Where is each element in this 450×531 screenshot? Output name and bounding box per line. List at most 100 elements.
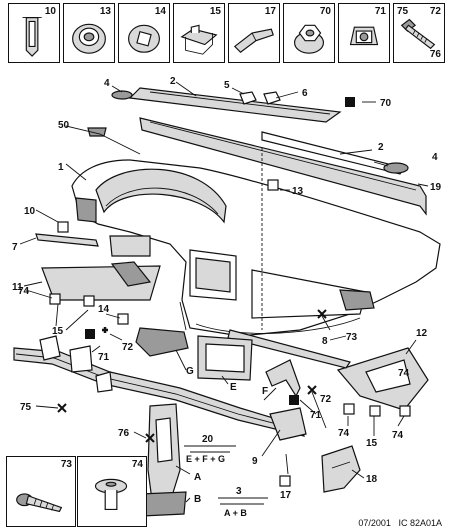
fastener-label: 17 <box>264 6 276 17</box>
nut-icon <box>294 24 324 54</box>
black-square-marker <box>345 97 355 107</box>
callout-label: 4 <box>432 152 438 163</box>
bracket-F <box>265 359 301 398</box>
vent-outlet-right <box>339 289 375 311</box>
beam-bracket-right <box>269 407 307 441</box>
grommet-icon <box>72 23 106 54</box>
relay-box-G <box>135 327 189 357</box>
callout-label: 7 <box>12 242 18 253</box>
screw-icon <box>16 493 63 513</box>
beam-bracket-small <box>95 371 113 393</box>
instrument-cluster-hood <box>95 168 227 224</box>
fastener-label: 73 <box>60 459 72 470</box>
callout-label: 70 <box>380 98 392 109</box>
callout-label: 14 <box>98 304 110 315</box>
cross-marker <box>102 327 108 333</box>
callout-label: E <box>230 382 237 393</box>
callout-label: B <box>194 494 201 505</box>
callout-label: 3 <box>236 486 242 497</box>
callout-label: 74 <box>18 286 30 297</box>
fastener-cell-74: 74 <box>77 456 147 527</box>
black-square-marker <box>85 329 95 339</box>
callout-label: 20 <box>202 434 214 445</box>
trim-strip-7 <box>35 233 99 247</box>
x-marker <box>307 385 317 395</box>
fastener-label: 10 <box>44 6 56 17</box>
white-square-marker <box>343 403 355 415</box>
callout-label: 71 <box>310 410 322 421</box>
fastener-cell-71: 71 <box>338 3 390 63</box>
fastener-cell-17: 17 <box>228 3 280 63</box>
fastener-label: 15 <box>209 6 221 17</box>
callout-label: 74 <box>398 368 410 379</box>
x-marker <box>317 309 327 319</box>
lower-panel-left <box>109 235 151 257</box>
callout-label: 15 <box>366 438 378 449</box>
bracket-clip-icon <box>180 24 218 55</box>
glovebox-lid <box>251 269 367 319</box>
defrost-duct <box>139 117 427 216</box>
white-square-marker <box>57 221 69 233</box>
callout-label: 50 <box>58 120 70 131</box>
white-square-marker <box>83 295 95 307</box>
callout-label: 76 <box>118 428 130 439</box>
callout-label: 72 <box>320 394 332 405</box>
x-marker <box>145 433 155 443</box>
callout-label: 75 <box>20 402 32 413</box>
bolt-icon <box>400 18 436 50</box>
callout-label: 12 <box>416 328 428 339</box>
callout-label: 10 <box>24 206 36 217</box>
white-square-marker <box>267 179 279 191</box>
fastener-cell-13: 13 <box>63 3 115 63</box>
black-square-marker <box>289 395 299 405</box>
vent-grille-right <box>383 162 409 174</box>
footer-reference: 07/2001 IC 82A01A <box>358 518 442 528</box>
callout-label: A <box>194 472 201 483</box>
callout-label: 11 <box>12 282 23 293</box>
callout-label: 17 <box>280 490 292 501</box>
footer-date: 07/2001 <box>358 518 391 528</box>
callout-label: 2 <box>378 142 384 153</box>
callout-label: 6 <box>302 88 308 99</box>
lower-strip-8 <box>227 329 351 369</box>
fastener-cell-10: 10 <box>8 3 60 63</box>
callout-label: 73 <box>346 332 358 343</box>
callout-label: 15 <box>52 326 64 337</box>
callout-label: F <box>262 386 268 397</box>
clip-6 <box>263 91 281 105</box>
formula-label: A + B <box>224 508 247 518</box>
callout-label: 72 <box>122 342 134 353</box>
plug-icon <box>128 24 160 53</box>
top-cover-strip <box>128 87 342 123</box>
cage-nut-icon <box>349 26 379 46</box>
callout-label: 13 <box>292 186 304 197</box>
fastener-cell-14: 14 <box>118 3 170 63</box>
fastener-label: 14 <box>154 6 166 17</box>
x-marker <box>57 403 67 413</box>
fastener-label: 70 <box>319 6 331 17</box>
formula-label: E + F + G <box>186 454 225 464</box>
vent-outlet-left <box>75 197 97 223</box>
callout-label: 4 <box>104 78 110 89</box>
fastener-label: 71 <box>374 6 386 17</box>
vent-grille-left <box>111 90 133 100</box>
footer-ref-code: IC 82A01A <box>398 518 442 528</box>
fastener-cell-73: 73 <box>6 456 76 527</box>
white-square-marker <box>49 293 61 305</box>
fastener-cell-70: 70 <box>283 3 335 63</box>
white-square-marker <box>279 475 291 487</box>
callout-label: 9 <box>252 456 258 467</box>
callout-label: 1 <box>58 162 64 173</box>
callout-label: G <box>186 366 194 377</box>
bracket-18 <box>321 445 361 493</box>
clip-5 <box>239 91 257 105</box>
fastener-cell-75-76-72: 75 72 76 <box>393 3 445 63</box>
beam-bracket-mid <box>69 345 93 373</box>
spring-clip-icon <box>233 28 274 53</box>
callout-label: 74 <box>392 430 404 441</box>
callout-label: 18 <box>366 474 378 485</box>
fastener-label: 74 <box>131 459 143 470</box>
fastener-cell-15: 15 <box>173 3 225 63</box>
